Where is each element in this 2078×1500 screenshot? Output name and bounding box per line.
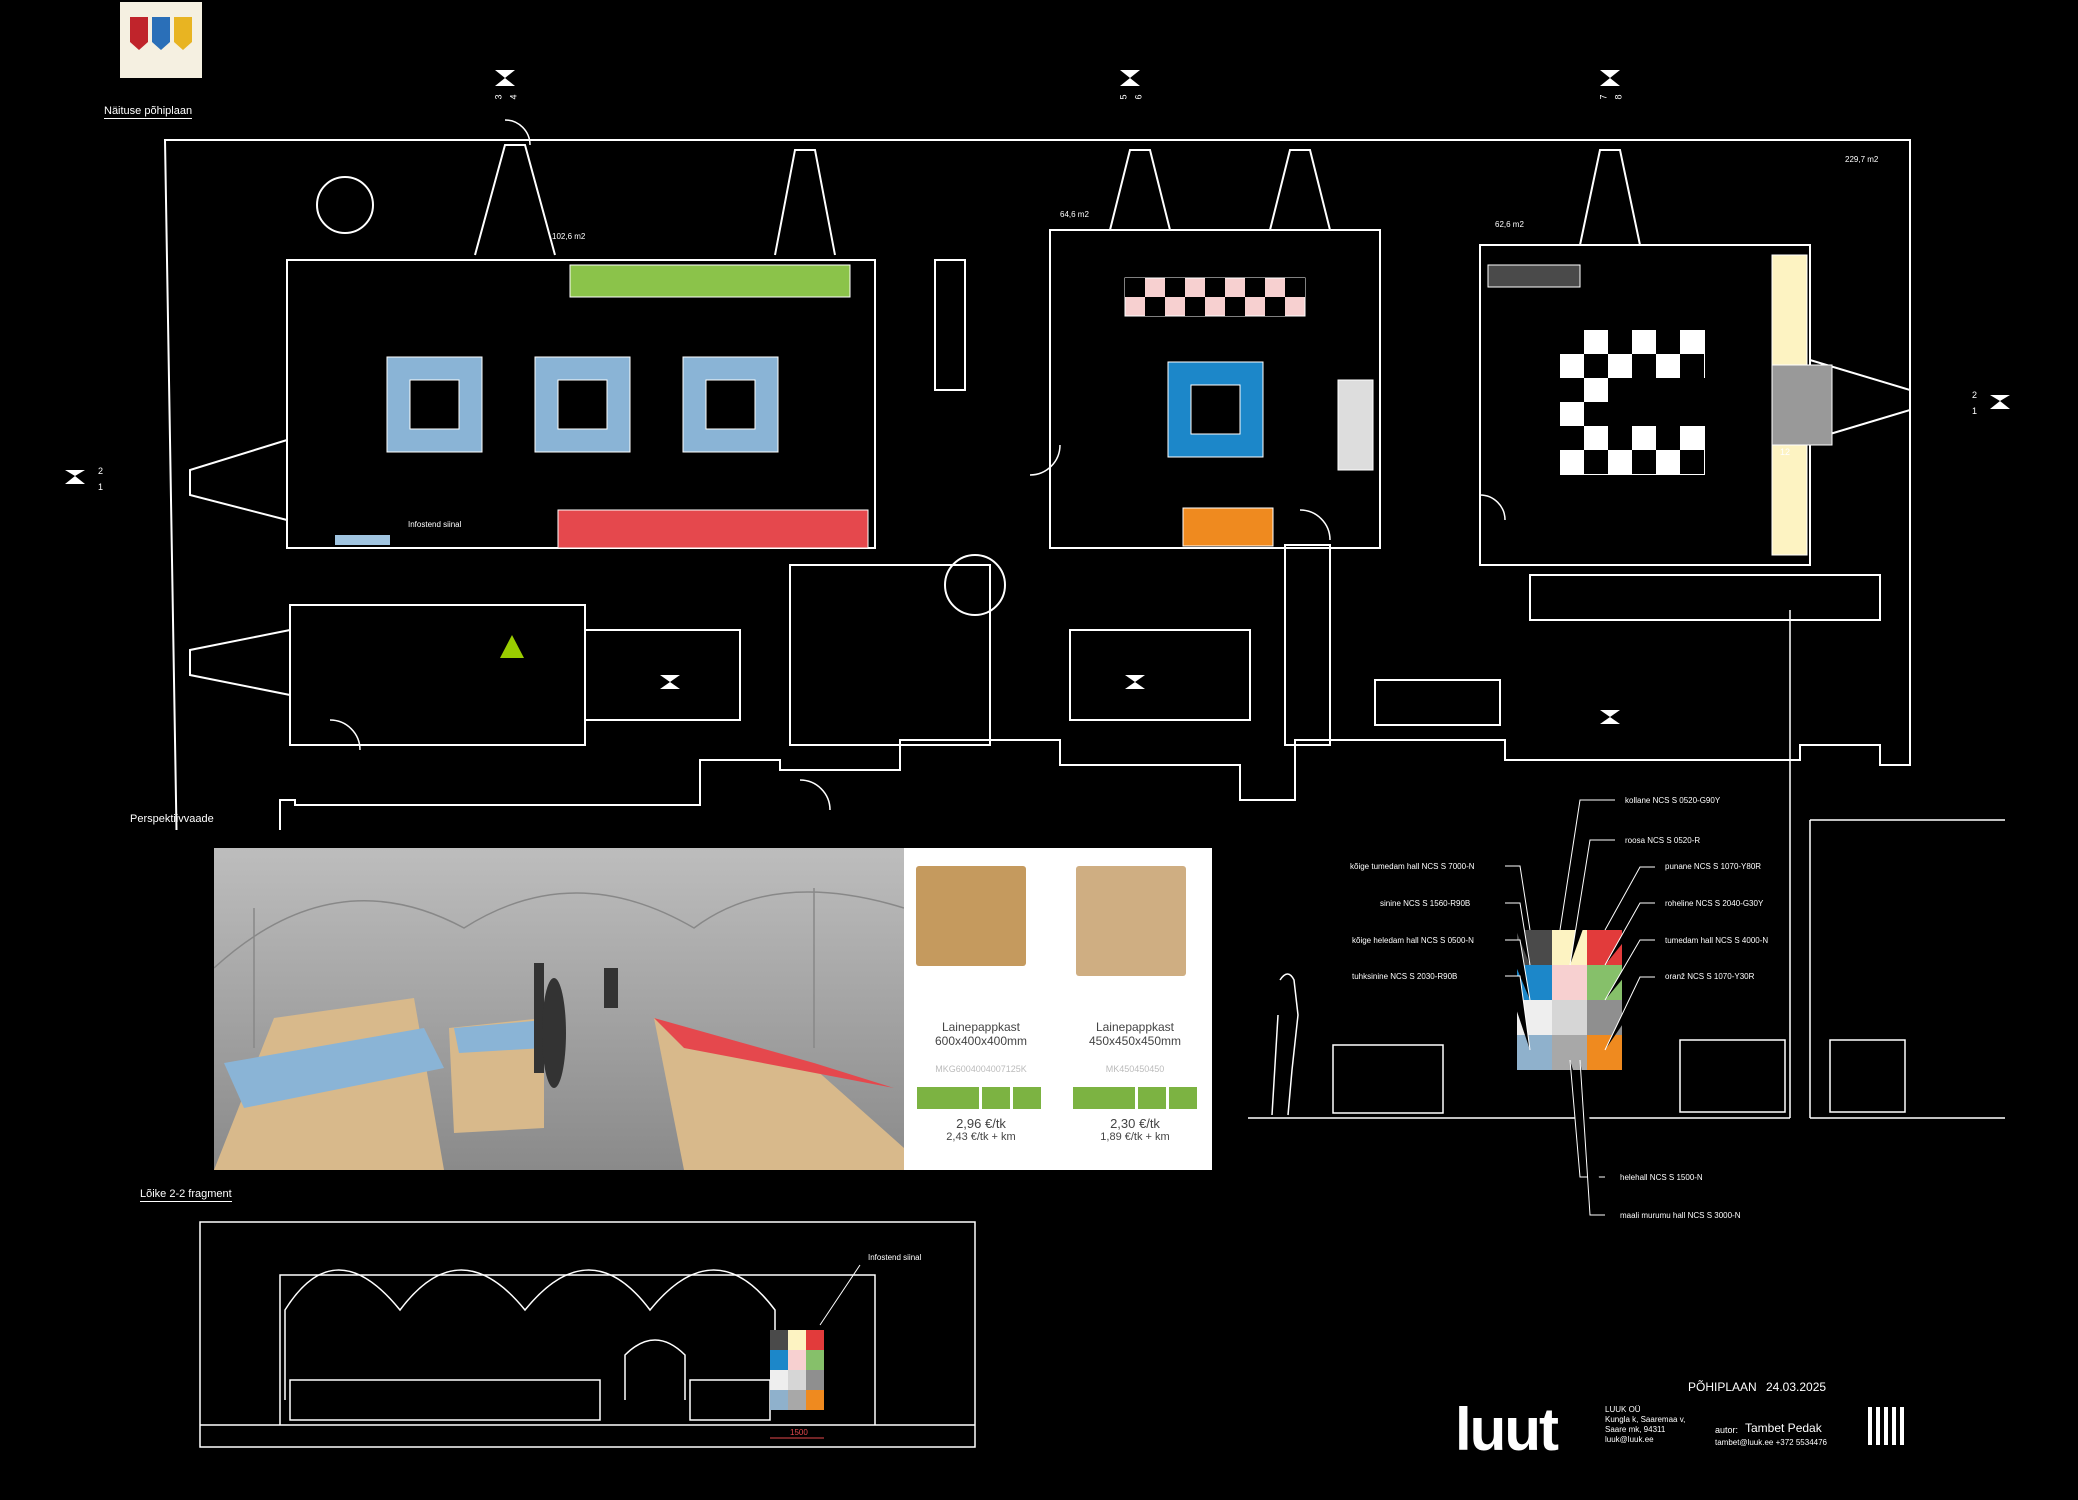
room3-area: 62,6 m2 bbox=[1495, 220, 1524, 229]
company-name: LUUK OÜ bbox=[1605, 1405, 1641, 1414]
perspective-title: Perspektiivvaade bbox=[130, 813, 214, 825]
brand-logo: luut bbox=[1455, 1396, 1559, 1463]
color-label-6: roosa NCS S 0520-R bbox=[1625, 836, 1701, 845]
qr-code bbox=[1868, 1407, 1906, 1445]
room2-area: 64,6 m2 bbox=[1060, 210, 1089, 219]
checker-display-room3 bbox=[1560, 330, 1705, 475]
color-label-3: sinine NCS S 1560-R90B bbox=[1380, 899, 1471, 908]
author-name: Tambet Pedak bbox=[1745, 1421, 1822, 1435]
green-display-row bbox=[569, 264, 851, 298]
infostend-label: Infostend siinal bbox=[408, 520, 462, 529]
blue-display-3 bbox=[682, 356, 779, 453]
color-label-5: kollane NCS S 0520-G90Y bbox=[1625, 796, 1721, 805]
grey-display bbox=[1337, 379, 1374, 471]
compare-button-2[interactable] bbox=[1168, 1086, 1198, 1110]
price-1: 2,96 €/tk 2,43 €/tk + km bbox=[946, 1116, 1016, 1143]
author-contact: tambet@luuk.ee +372 5534476 bbox=[1715, 1438, 1827, 1447]
cut-label-2-left: 2 bbox=[98, 466, 104, 476]
color-label-11: helehall NCS S 1500-N bbox=[1620, 1173, 1703, 1182]
product-card-2: Lainepappkast 450x450x450mm MK450450450 bbox=[1058, 1020, 1212, 1074]
dark-grey-display bbox=[1487, 264, 1581, 288]
infostend-marker bbox=[335, 535, 390, 545]
color-label-8: roheline NCS S 2040-G30Y bbox=[1665, 899, 1764, 908]
cut-label-2-right: 2 bbox=[1972, 390, 1978, 400]
product-name-1: Lainepappkast bbox=[941, 1020, 1021, 1034]
client-logo bbox=[120, 2, 202, 78]
product-size-2: 450x450x450mm bbox=[1088, 1034, 1182, 1048]
product-code-2: MK450450450 bbox=[1105, 1064, 1165, 1074]
company-address-1: Kungla k, Saaremaa v, bbox=[1605, 1415, 1686, 1424]
floor-plan bbox=[65, 70, 2010, 830]
compare-button-1[interactable] bbox=[1012, 1086, 1042, 1110]
grey-block-room3 bbox=[1771, 364, 1833, 446]
product-panel: Lainepappkast 600x400x400mm MKG600400400… bbox=[904, 848, 1212, 1170]
total-area: 229,7 m2 bbox=[1845, 155, 1879, 164]
color-label-12: maali murumu hall NCS S 3000-N bbox=[1620, 1211, 1741, 1220]
box-image-1 bbox=[916, 866, 1026, 966]
color-label-1: tuhksinine NCS S 2030-R90B bbox=[1352, 972, 1458, 981]
orange-display bbox=[1182, 507, 1274, 547]
favorite-button-1[interactable] bbox=[981, 1086, 1011, 1110]
box-image-2 bbox=[1076, 866, 1186, 976]
red-display-row bbox=[557, 509, 869, 549]
favorite-button-2[interactable] bbox=[1137, 1086, 1167, 1110]
section-title: Lõike 2-2 fragment bbox=[140, 1188, 232, 1202]
perspective-render bbox=[213, 848, 905, 1170]
product-code-1: MKG6004004007125K bbox=[935, 1064, 1027, 1074]
color-label-7: punane NCS S 1070-Y80R bbox=[1665, 862, 1762, 871]
product-card-1: Lainepappkast 600x400x400mm MKG600400400… bbox=[904, 1020, 1058, 1074]
add-to-cart-button-1[interactable] bbox=[916, 1086, 980, 1110]
color-label-9: tumedam hall NCS S 4000-N bbox=[1665, 936, 1769, 945]
blue-display-2 bbox=[534, 356, 631, 453]
company-email: luuk@luuk.ee bbox=[1605, 1435, 1654, 1444]
room-number-12: 12 bbox=[1780, 447, 1791, 457]
cut-label-1-right: 1 bbox=[1972, 406, 1978, 416]
color-label-4: kõige tumedam hall NCS S 7000-N bbox=[1350, 862, 1475, 871]
section-infostend-label: Infostend siinal bbox=[868, 1253, 922, 1262]
green-position-marker bbox=[500, 635, 524, 658]
main-plan-title: Näituse põhiplaan bbox=[104, 105, 193, 119]
footer-title: PÕHIPLAAN bbox=[1688, 1380, 1757, 1394]
color-label-10: oranž NCS S 1070-Y30R bbox=[1665, 972, 1755, 981]
product-name-2: Lainepappkast bbox=[1095, 1020, 1175, 1034]
blue-display-1 bbox=[386, 356, 483, 453]
section-color-grid bbox=[770, 1330, 824, 1410]
price-2: 2,30 €/tk 1,89 €/tk + km bbox=[1100, 1116, 1170, 1143]
product-size-1: 600x400x400mm bbox=[934, 1034, 1028, 1048]
cut-label-1-left: 1 bbox=[98, 482, 104, 492]
add-to-cart-button-2[interactable] bbox=[1072, 1086, 1136, 1110]
room1-area: 102,6 m2 bbox=[552, 232, 586, 241]
color-label-2: kõige heledam hall NCS S 0500-N bbox=[1352, 936, 1474, 945]
footer-date: 24.03.2025 bbox=[1766, 1380, 1827, 1394]
company-address-2: Saare mk, 94311 bbox=[1605, 1425, 1666, 1434]
section-dimension: 1500 bbox=[790, 1428, 808, 1437]
author-label: autor: bbox=[1715, 1425, 1739, 1435]
